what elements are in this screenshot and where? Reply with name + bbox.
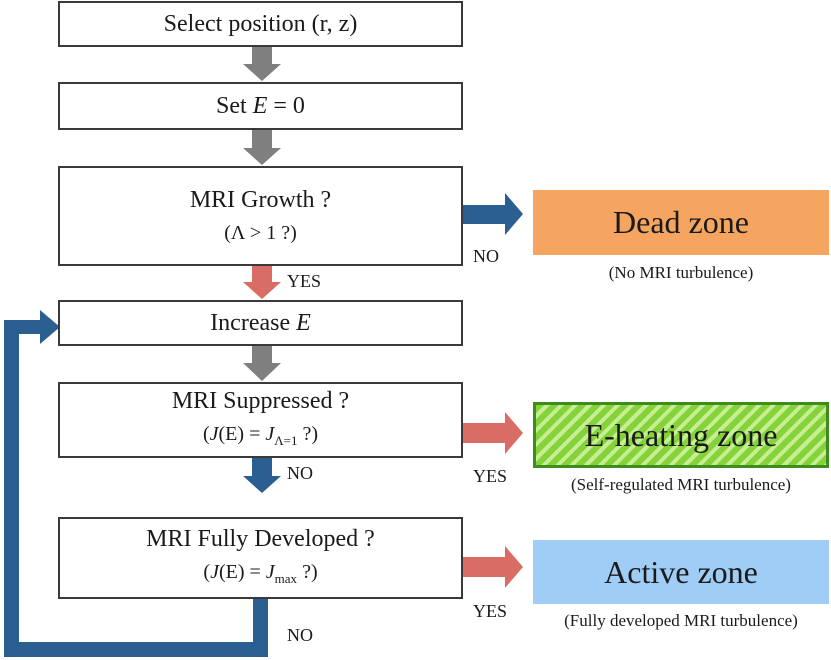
increase-e-text: Increase E xyxy=(210,309,311,337)
arrow-growth-yes xyxy=(243,265,281,299)
cond-sub: Λ=1 xyxy=(274,432,298,448)
cond-eq: = xyxy=(244,422,266,445)
arrow-growth-no xyxy=(463,193,523,235)
cond-arg: (E) xyxy=(218,560,245,583)
mri-suppressed-title: MRI Suppressed ? xyxy=(171,387,350,414)
suppressed-no-label: NO xyxy=(287,463,313,483)
set-e-box: Set E = 0 xyxy=(58,82,463,130)
set-e-text: Set E = 0 xyxy=(216,92,305,120)
eheating-zone-label: E-heating zone xyxy=(584,416,778,453)
cond-arg: (E) xyxy=(218,422,245,445)
mri-developed-condition: (J(E) = Jmax ?) xyxy=(203,559,317,592)
cond-j: J xyxy=(210,560,219,583)
eheating-zone-caption: (Self-regulated MRI turbulence) xyxy=(571,475,791,494)
arrow-suppressed-yes xyxy=(463,412,523,454)
select-position-box: Select position (r, z) xyxy=(58,1,463,47)
active-zone-box: Active zone xyxy=(533,540,829,604)
mri-suppressed-condition: (J(E) = JΛ=1 ?) xyxy=(203,421,318,454)
mri-growth-title: MRI Growth ? xyxy=(189,187,332,213)
cond-rhs: J xyxy=(265,422,275,445)
arrow-set-to-growth xyxy=(243,130,281,165)
mri-developed-box: MRI Fully Developed ? (J(E) = Jmax ?) xyxy=(58,517,463,599)
arrow-developed-yes xyxy=(463,546,523,588)
mri-suppressed-box: MRI Suppressed ? (J(E) = JΛ=1 ?) xyxy=(58,382,463,458)
growth-yes-label: YES xyxy=(287,271,322,291)
arrow-increase-to-suppressed xyxy=(243,345,281,381)
cond-open: ( xyxy=(202,422,210,445)
set-e-var: E xyxy=(252,93,268,119)
arrow-suppressed-no xyxy=(243,457,281,493)
active-zone-caption: (Fully developed MRI turbulence) xyxy=(564,611,798,630)
arrow-select-to-set xyxy=(243,46,281,81)
set-e-prefix: Set xyxy=(216,93,253,119)
increase-e-prefix: Increase xyxy=(210,310,297,336)
growth-no-label: NO xyxy=(473,246,499,266)
suppressed-yes-label: YES xyxy=(473,466,508,486)
active-zone-label: Active zone xyxy=(604,553,758,590)
mri-growth-condition: (Λ > 1 ?) xyxy=(224,222,297,244)
cond-sub: max xyxy=(274,570,298,586)
cond-close: ?) xyxy=(297,560,318,583)
mri-growth-box: MRI Growth ? (Λ > 1 ?) xyxy=(58,166,463,266)
select-position-text: Select position (r, z) xyxy=(163,11,358,37)
cond-open: ( xyxy=(203,560,211,583)
dead-zone-caption: (No MRI turbulence) xyxy=(608,263,754,282)
increase-e-var: E xyxy=(296,310,311,336)
developed-no-label: NO xyxy=(287,625,313,645)
eheating-zone-box: E-heating zone xyxy=(533,402,829,468)
dead-zone-label: Dead zone xyxy=(613,204,749,240)
set-e-suffix: = 0 xyxy=(267,93,305,119)
cond-close: ?) xyxy=(297,422,319,445)
cond-eq: = xyxy=(244,560,266,583)
developed-yes-label: YES xyxy=(473,601,508,621)
arrow-loop-back xyxy=(4,310,268,657)
mri-developed-title: MRI Fully Developed ? xyxy=(146,525,375,552)
increase-e-box: Increase E xyxy=(58,300,463,346)
cond-j: J xyxy=(209,422,219,445)
cond-rhs: J xyxy=(265,560,275,583)
dead-zone-box: Dead zone xyxy=(533,190,829,255)
